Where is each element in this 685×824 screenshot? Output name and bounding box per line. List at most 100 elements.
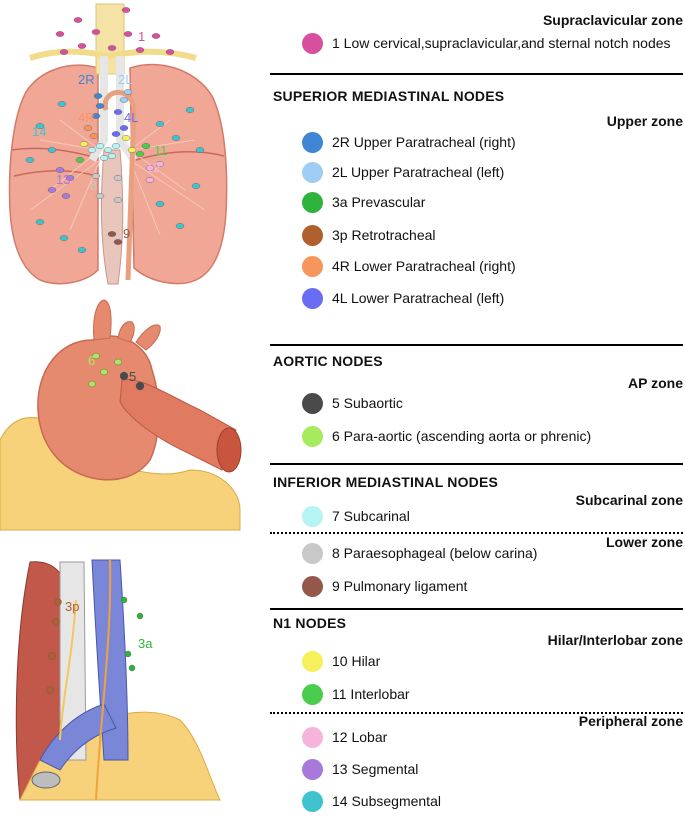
section-divider	[270, 73, 683, 75]
dot-12	[302, 726, 323, 748]
legend-label: 8 Paraesophageal (below carina)	[332, 545, 538, 561]
dot-8	[302, 542, 323, 564]
dot-11	[302, 683, 323, 705]
heading-n1: N1 NODES	[273, 615, 347, 631]
lymph-node-dot	[54, 598, 62, 606]
lymph-node-dot	[145, 177, 155, 183]
heading-aortic: AORTIC NODES	[273, 353, 383, 369]
label-4L: 4L	[124, 110, 138, 125]
legend-label: 2L Upper Paratracheal (left)	[332, 164, 505, 180]
label-12: 12	[146, 160, 160, 175]
trachea-side-diagram: 3p 3a	[15, 559, 221, 801]
legend-item-2R: 2R Upper Paratracheal (right)	[302, 131, 516, 153]
legend-label: 11 Interlobar	[332, 686, 410, 702]
lymph-node-dot	[95, 103, 105, 109]
aorta-vessel	[102, 89, 137, 281]
nerve-line	[95, 559, 112, 801]
legend-item-4L: 4L Lower Paratracheal (left)	[302, 287, 504, 309]
legend-item-11: 11 Interlobar	[302, 683, 410, 705]
lymph-node-dot	[95, 143, 105, 149]
lymph-node-dot	[55, 167, 65, 173]
dot-2L	[302, 161, 323, 183]
legend-item-14: 14 Subsegmental	[302, 790, 441, 812]
lymph-node-dot	[141, 143, 151, 149]
legend-label: 9 Pulmonary ligament	[332, 578, 468, 594]
label-3a: 3a	[138, 636, 153, 651]
lung-node-dots	[25, 7, 205, 253]
lymph-node-dot	[113, 109, 123, 115]
legend-item-3p: 3p Retrotracheal	[302, 224, 436, 246]
label-1: 1	[138, 29, 145, 44]
lymph-node-dot	[121, 7, 131, 13]
lymph-node-dot	[91, 113, 101, 119]
lymph-node-dot	[55, 31, 65, 37]
label-2L: 2L	[118, 72, 132, 87]
lymph-node-dot	[124, 650, 132, 658]
trachea-opening	[31, 771, 61, 789]
legend-item-7: 7 Subcarinal	[302, 505, 410, 527]
dot-4R	[302, 255, 323, 277]
left-lung	[129, 63, 228, 285]
legend-label: 3p Retrotracheal	[332, 227, 436, 243]
lymph-node-dot	[61, 193, 71, 199]
lymph-node-dot	[113, 175, 123, 181]
zone-divider	[270, 712, 683, 714]
lymph-node-dot	[113, 239, 123, 245]
dot-5	[302, 392, 323, 414]
lymph-node-dot	[119, 371, 129, 381]
lymph-node-dot	[57, 101, 67, 107]
lymph-node-dot	[77, 247, 87, 253]
lymph-node-dot	[155, 201, 165, 207]
zone-ap: AP zone	[628, 375, 683, 391]
section-divider	[270, 463, 683, 465]
section-divider	[270, 608, 683, 610]
label-6: 6	[88, 353, 95, 368]
legend-label: 7 Subcarinal	[332, 508, 410, 524]
heading-superior-mediastinal: SUPERIOR MEDIASTINAL NODES	[273, 88, 505, 104]
label-4R: 4R	[78, 110, 95, 125]
esophagus-tube	[59, 561, 87, 761]
branch-vessel	[93, 299, 112, 341]
lymph-node-dot	[145, 165, 155, 171]
dot-4L	[302, 287, 323, 309]
lymph-node-dot	[73, 17, 83, 23]
zone-divider	[270, 532, 683, 534]
legend-item-5: 5 Subaortic	[302, 392, 403, 414]
lymph-node-dot	[100, 368, 108, 376]
lymph-node-dot	[99, 155, 109, 161]
trachea-node-dots	[46, 596, 144, 694]
label-5: 5	[129, 369, 136, 384]
lymph-node-dot	[89, 133, 99, 139]
lymph-node-dot	[75, 157, 85, 163]
lymph-node-dot	[77, 43, 87, 49]
zone-subcarinal: Subcarinal zone	[575, 492, 683, 508]
nerve-line	[59, 599, 77, 741]
right-lung	[8, 64, 99, 285]
label-3p: 3p	[65, 599, 79, 614]
legend-item-3a: 3a Prevascular	[302, 191, 425, 213]
legend-label: 4R Lower Paratracheal (right)	[332, 258, 516, 274]
lymph-node-dot	[52, 618, 60, 626]
dot-7	[302, 505, 323, 527]
dot-2R	[302, 131, 323, 153]
lymph-node-dot	[165, 49, 175, 55]
lymph-node-dot	[103, 147, 113, 153]
legend-item-2L: 2L Upper Paratracheal (left)	[302, 161, 504, 183]
lymph-node-dot	[185, 107, 195, 113]
lymph-node-dot	[119, 125, 129, 131]
legend-item-8: 8 Paraesophageal (below carina)	[302, 542, 537, 564]
lymph-node-dot	[128, 664, 136, 672]
aorta-node-dots	[88, 352, 145, 391]
label-9: 9	[123, 226, 130, 241]
zone-upper: Upper zone	[606, 113, 683, 129]
legend-item-10: 10 Hilar	[302, 650, 380, 672]
branch-vessel	[117, 321, 135, 343]
lymph-node-dot	[47, 147, 57, 153]
legend-label: 14 Subsegmental	[332, 793, 441, 809]
bronchial-tree	[29, 119, 206, 236]
zone-peripheral: Peripheral zone	[578, 713, 683, 729]
lymph-node-dot	[59, 235, 69, 241]
dot-14	[302, 790, 323, 812]
lymph-node-dot	[119, 97, 129, 103]
lymph-node-dot	[175, 223, 185, 229]
